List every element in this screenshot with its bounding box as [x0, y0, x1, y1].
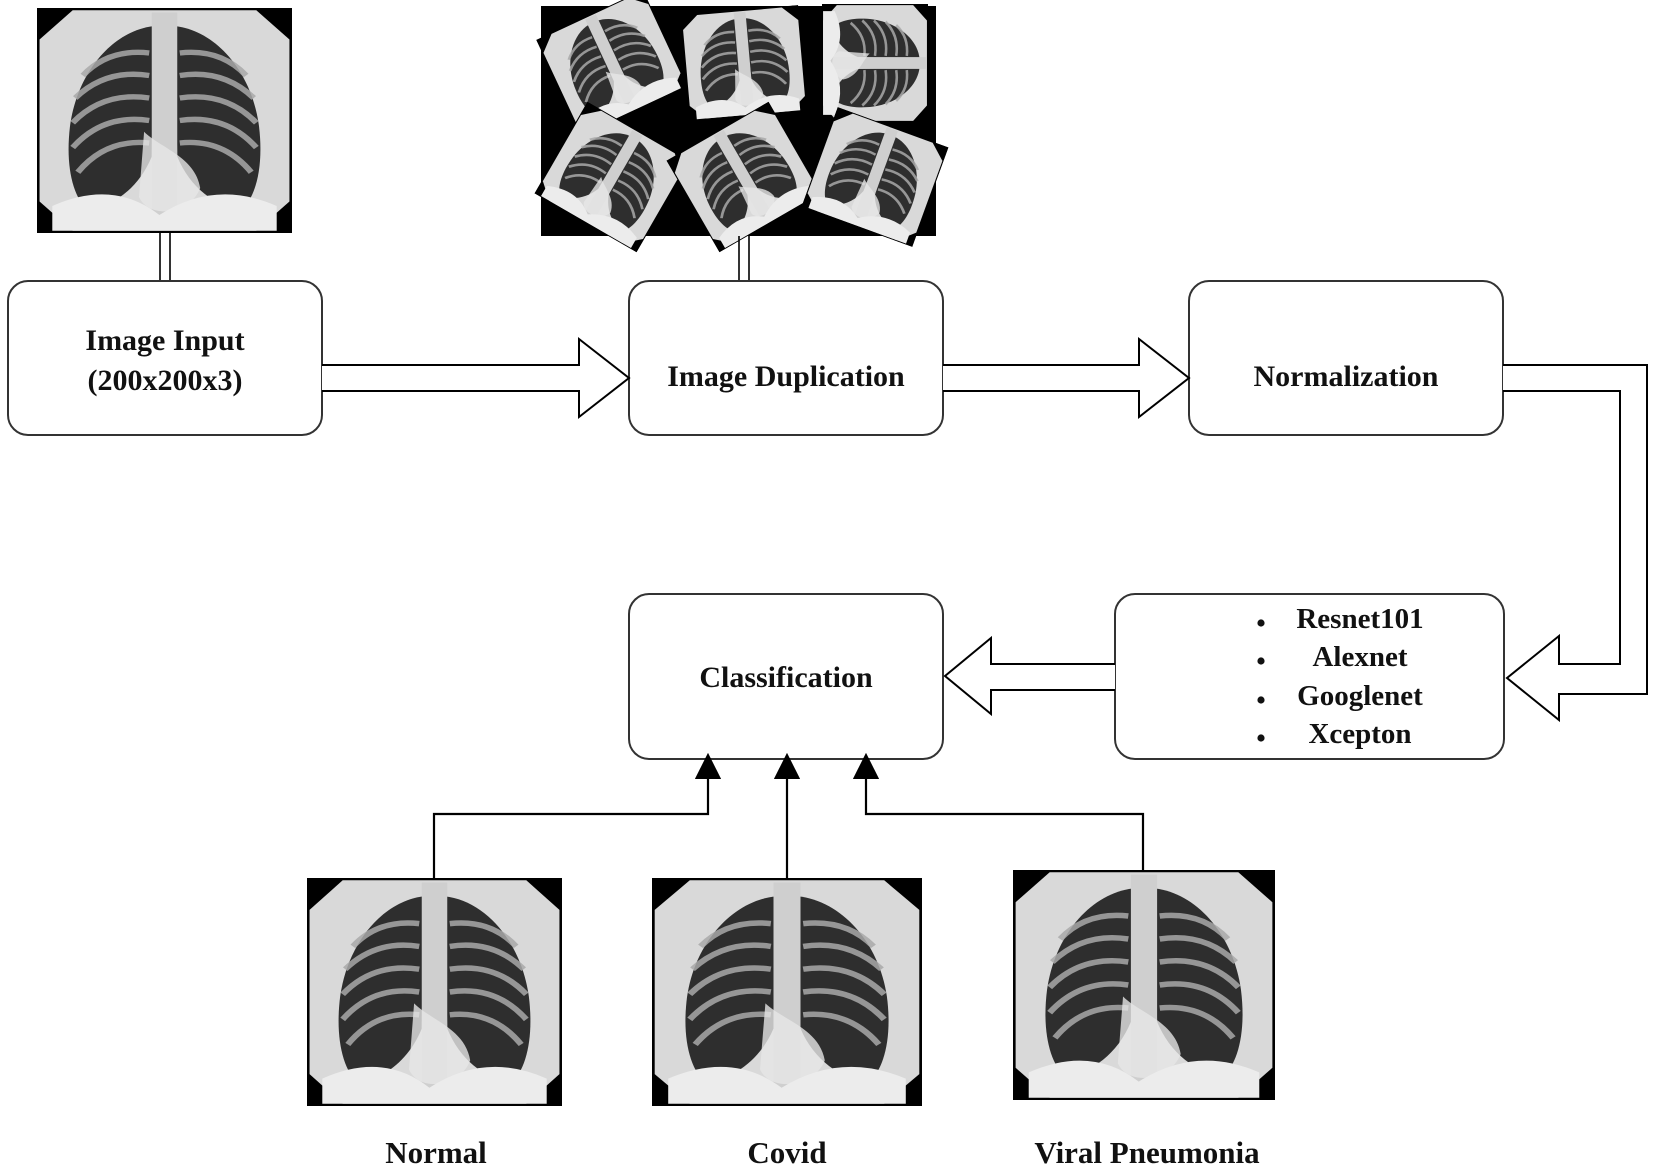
- model-item-resnet101: Resnet101: [1296, 603, 1423, 635]
- normalization-box: Normalization: [1188, 280, 1504, 436]
- models-box: Resnet101 Alexnet Googlenet Xcepton: [1114, 593, 1505, 760]
- covid-xray-image: [652, 878, 922, 1106]
- image-duplication-label: Image Duplication: [667, 360, 905, 393]
- caption-covid: Covid: [747, 1135, 826, 1170]
- hollow-arrow-icon: [1503, 364, 1648, 723]
- caption-normal: Normal: [385, 1135, 487, 1170]
- image-input-box: Image Input (200x200x3): [7, 280, 323, 436]
- bullet-icon: [1257, 696, 1265, 704]
- viral-pneumonia-xray-image: [1013, 870, 1275, 1100]
- normalization-label: Normalization: [1254, 360, 1439, 393]
- image-connectors: [159, 233, 750, 281]
- bullet-icon: [1257, 657, 1265, 665]
- hollow-arrow-icon: [943, 336, 1191, 420]
- image-input-label: Image Input: [85, 324, 244, 357]
- model-item-xcepton: Xcepton: [1308, 718, 1411, 750]
- normal-to-classification-arrow: [432, 752, 722, 878]
- normal-xray-image: [307, 878, 562, 1106]
- bullet-icon: [1257, 734, 1265, 742]
- augmented-xray-grid: [534, 0, 949, 253]
- image-duplication-box: Image Duplication: [628, 280, 944, 436]
- input-xray-image: [37, 8, 292, 233]
- viral-to-classification-arrow: [852, 752, 1145, 870]
- hollow-arrow-icon: [322, 336, 631, 420]
- model-item-alexnet: Alexnet: [1312, 641, 1407, 673]
- bullet-icon: [1257, 619, 1265, 627]
- caption-viral-pneumonia: Viral Pneumonia: [1034, 1135, 1260, 1170]
- hollow-arrow-icon: [943, 635, 1115, 717]
- model-item-googlenet: Googlenet: [1297, 680, 1423, 712]
- classification-box: Classification: [628, 593, 944, 760]
- classification-label: Classification: [699, 661, 873, 694]
- image-input-size: (200x200x3): [88, 364, 243, 397]
